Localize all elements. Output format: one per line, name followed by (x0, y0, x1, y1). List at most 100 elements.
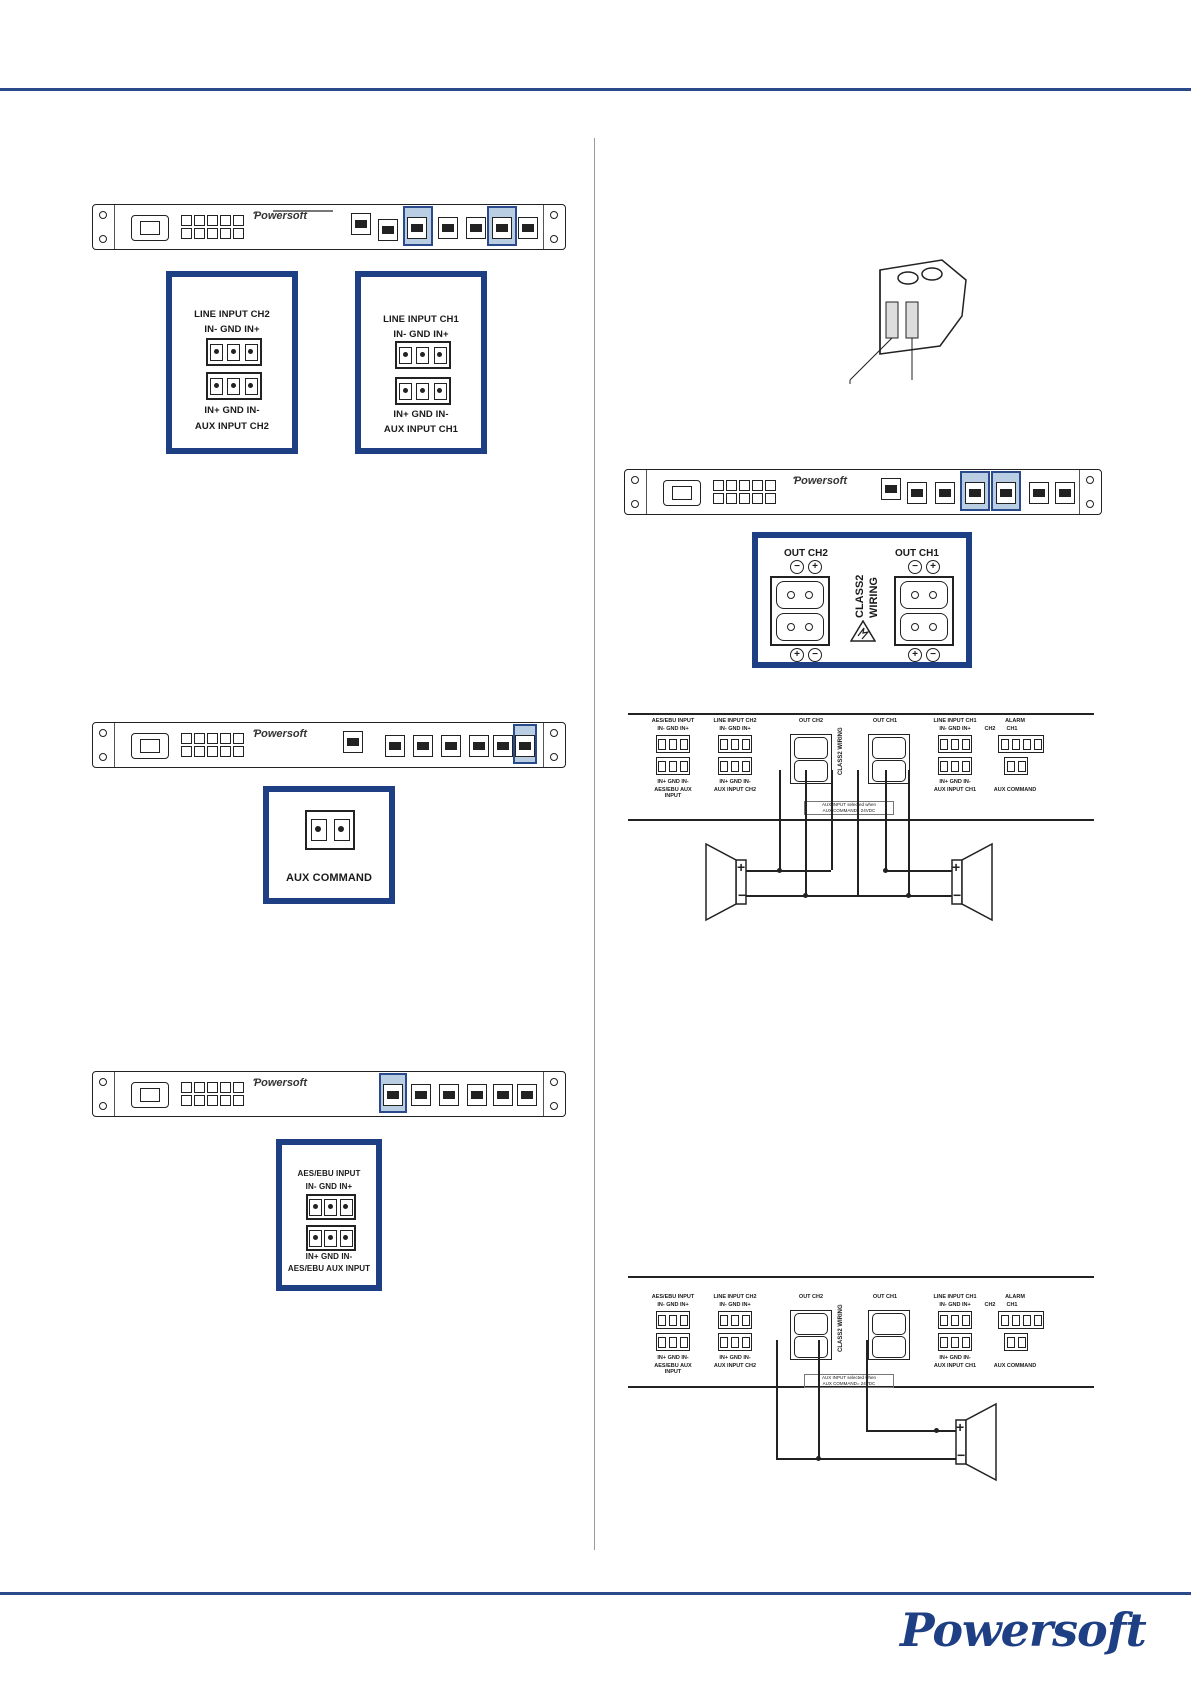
callout-line-input-ch1: LINE INPUT CH1 IN- GND IN+ IN+ GND IN- A… (355, 271, 487, 454)
wd2-aux2-terminal-icon (718, 1333, 752, 1351)
line-input-ch1-terminal-icon (395, 341, 451, 369)
wd1-aux2-label: AUX INPUT CH2 (713, 787, 757, 793)
powersoft-logo: Powersoft (900, 1603, 1147, 1657)
wd2-line2-label: LINE INPUT CH2 (713, 1294, 757, 1300)
power-inlet-icon (131, 1082, 169, 1108)
wd1-aux2-terminal-icon (718, 757, 752, 775)
wd2-aux1-pins: IN+ GND IN- (939, 1355, 971, 1361)
wd1-out1-label: OUT CH1 (872, 718, 898, 724)
panel-logo-icon: Ƥowersoft (253, 728, 307, 740)
wd1-aes-aux-terminal-icon (656, 757, 690, 775)
wiring-label: WIRING (868, 577, 880, 618)
svg-text:+: + (956, 1419, 964, 1435)
wd2-alarm-terminal-icon (998, 1311, 1044, 1329)
svg-text:+: + (952, 859, 960, 875)
wd1-line1-label: LINE INPUT CH1 (933, 718, 977, 724)
aux-input-ch2-label: AUX INPUT CH2 (194, 421, 270, 432)
line-input-ch2-pins: IN- GND IN+ (204, 324, 260, 335)
wd2-aes-aux-pins: IN+ GND IN- (657, 1355, 689, 1361)
aux-input-ch2-pins: IN+ GND IN- (204, 405, 260, 416)
column-divider (594, 138, 595, 1550)
rear-panel-aes-ebu: Ƥowersoft (92, 1071, 566, 1117)
footer-rule (0, 1592, 1191, 1595)
out-ch2-polarity-bottom: +− (788, 648, 824, 662)
out-ch2-label: OUT CH2 (784, 548, 828, 559)
power-inlet-icon (131, 733, 169, 759)
svg-text:+: + (737, 859, 745, 875)
wd2-aes-label: AES/EBU INPUT (651, 1294, 695, 1300)
wd1-aes-aux-pins: IN+ GND IN- (657, 779, 689, 785)
rear-panel-line-inputs: Ƥowersoft (92, 204, 566, 250)
wd1-out2-label: OUT CH2 (798, 718, 824, 724)
wd2-aux2-pins: IN+ GND IN- (719, 1355, 751, 1361)
wd2-alarm-ch2: CH2 (984, 1302, 996, 1308)
panel-logo-icon: Ƥowersoft (253, 210, 307, 222)
wd1-aux1-pins: IN+ GND IN- (939, 779, 971, 785)
aux-command-terminal-icon (305, 810, 355, 850)
svg-text:−: − (738, 887, 746, 903)
wd2-aes-pins: IN- GND IN+ (657, 1302, 689, 1308)
out-ch1-label: OUT CH1 (895, 548, 939, 559)
wd1-aux1-label: AUX INPUT CH1 (933, 787, 977, 793)
wd2-class2-label: CLASS2 WIRING (838, 1304, 844, 1352)
wd2-line2-terminal-icon (718, 1311, 752, 1329)
wd1-aux1-terminal-icon (938, 757, 972, 775)
wd2-out2-speakon-icon (790, 1310, 832, 1360)
line-input-ch1-pins: IN- GND IN+ (393, 329, 449, 340)
wd2-alarm-label: ALARM (1005, 1294, 1025, 1300)
class2-label: CLASS2 (854, 574, 866, 618)
wd1-line1-terminal-icon (938, 735, 972, 753)
wd1-line2-label: LINE INPUT CH2 (713, 718, 757, 724)
wd1-alarm-label: ALARM (1005, 718, 1025, 724)
wd1-line2-pins: IN- GND IN+ (719, 726, 751, 732)
header-rule (0, 88, 1191, 91)
aes-ebu-aux-pins: IN+ GND IN- (305, 1252, 353, 1261)
wd2-aux2-label: AUX INPUT CH2 (713, 1363, 757, 1369)
line-input-ch1-label: LINE INPUT CH1 (383, 314, 459, 325)
out-ch2-speakon-icon (770, 576, 830, 646)
terminal-block-illustration (849, 259, 967, 384)
panel-logo-icon: Ƥowersoft (253, 1077, 307, 1089)
line-input-ch2-label: LINE INPUT CH2 (194, 309, 270, 320)
wd2-aux1-terminal-icon (938, 1333, 972, 1351)
warning-triangle-icon (850, 620, 876, 642)
speaker-left-icon: + − (705, 842, 747, 922)
svg-text:−: − (953, 887, 961, 903)
wd2-line1-terminal-icon (938, 1311, 972, 1329)
out-ch2-polarity-top: −+ (788, 560, 824, 574)
wd1-line2-terminal-icon (718, 735, 752, 753)
wd2-aux-command-label: AUX COMMAND (993, 1363, 1037, 1369)
callout-aes-ebu: AES/EBU INPUT IN- GND IN+ IN+ GND IN- AE… (276, 1139, 382, 1291)
aes-ebu-input-label: AES/EBU INPUT (297, 1169, 361, 1178)
aes-ebu-input-pins: IN- GND IN+ (305, 1182, 353, 1191)
svg-text:−: − (957, 1447, 965, 1463)
out-ch1-polarity-bottom: +− (906, 648, 942, 662)
wd1-aes-pins: IN- GND IN+ (657, 726, 689, 732)
aes-ebu-input-terminal-icon (306, 1194, 356, 1220)
wd2-aes-terminal-icon (656, 1311, 690, 1329)
wd2-aes-aux-label: AES/EBU AUX INPUT (654, 1363, 692, 1375)
wd2-out1-label: OUT CH1 (872, 1294, 898, 1300)
wd1-alarm-terminal-icon (998, 735, 1044, 753)
aux-input-ch1-label: AUX INPUT CH1 (383, 424, 459, 435)
rear-panel-outputs: Ƥowersoft (624, 469, 1102, 515)
wd2-aux1-label: AUX INPUT CH1 (933, 1363, 977, 1369)
wd1-out1-speakon-icon (868, 734, 910, 784)
callout-line-input-ch2: LINE INPUT CH2 IN- GND IN+ IN+ GND IN- A… (166, 271, 298, 454)
wd2-line1-label: LINE INPUT CH1 (933, 1294, 977, 1300)
wd1-alarm-ch2: CH2 (984, 726, 996, 732)
rear-panel-aux-command: Ƥowersoft (92, 722, 566, 768)
aes-ebu-aux-label: AES/EBU AUX INPUT (287, 1264, 371, 1273)
speaker-bridge-icon: + − (955, 1402, 997, 1482)
wd1-alarm-ch1: CH1 (1006, 726, 1018, 732)
callout-aux-command: AUX COMMAND (263, 786, 395, 904)
wiring-diagram-stereo-panel: AES/EBU INPUT IN- GND IN+ IN+ GND IN- AE… (628, 713, 1094, 821)
wd2-line2-pins: IN- GND IN+ (719, 1302, 751, 1308)
aux-input-ch1-terminal-icon (395, 377, 451, 405)
out-ch1-speakon-icon (894, 576, 954, 646)
aux-input-ch1-pins: IN+ GND IN- (393, 409, 449, 420)
wd1-aes-label: AES/EBU INPUT (651, 718, 695, 724)
wd1-line1-pins: IN- GND IN+ (939, 726, 971, 732)
wd1-aux-command-label: AUX COMMAND (993, 787, 1037, 793)
